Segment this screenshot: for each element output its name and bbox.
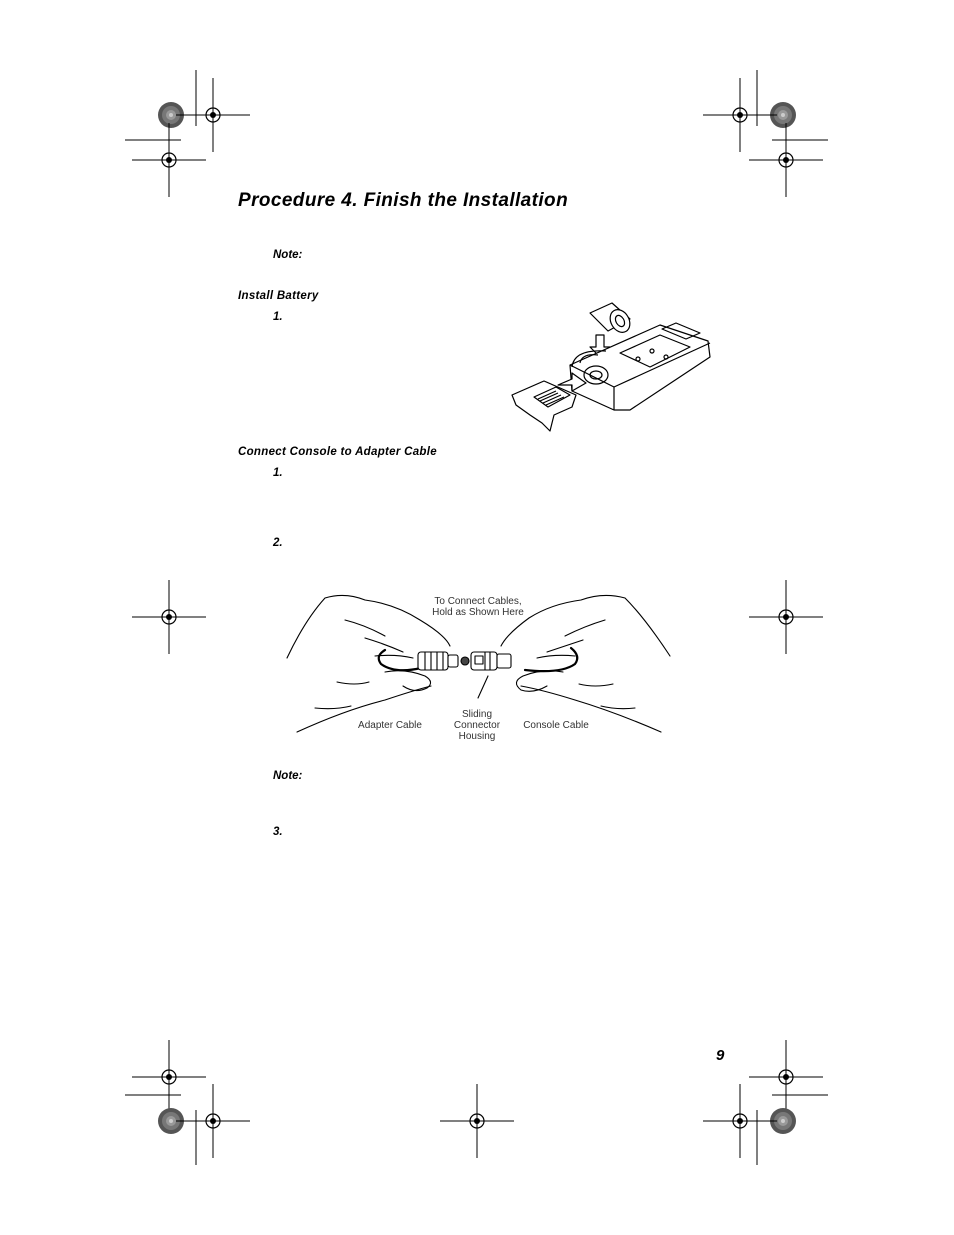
- step-number: 1.: [273, 467, 283, 479]
- registration-mark-icon: [175, 77, 251, 153]
- caption-line: To Connect Cables,: [434, 596, 522, 607]
- registration-mark-icon: [748, 1039, 824, 1115]
- section-heading-connect-console: Connect Console to Adapter Cable: [238, 446, 437, 458]
- step-number: 2.: [273, 537, 283, 549]
- page-number: 9: [716, 1047, 725, 1064]
- cable-connection-illustration: [286, 594, 671, 733]
- note-label: Note:: [273, 249, 303, 261]
- label-sliding-connector-housing: Sliding Connector Housing: [447, 709, 507, 742]
- page-title: Procedure 4. Finish the Installation: [238, 190, 569, 211]
- registration-mark-icon: [748, 122, 824, 198]
- label-line: Connector: [453, 720, 501, 731]
- label-console-cable: Console Cable: [523, 720, 589, 731]
- registration-mark-icon: [439, 1083, 515, 1159]
- registration-mark-icon: [702, 77, 778, 153]
- note-label: Note:: [273, 770, 303, 782]
- label-adapter-cable: Adapter Cable: [358, 720, 422, 731]
- registration-mark-icon: [131, 122, 207, 198]
- step-number: 1.: [273, 311, 283, 323]
- label-line: Housing: [458, 731, 496, 742]
- registration-mark-icon: [131, 1039, 207, 1115]
- step-number: 3.: [273, 826, 283, 838]
- registration-mark-icon: [748, 579, 824, 655]
- battery-install-illustration: [511, 302, 711, 432]
- registration-mark-icon: [702, 1083, 778, 1159]
- figure-caption-top: To Connect Cables, Hold as Shown Here: [400, 596, 556, 618]
- caption-line: Hold as Shown Here: [432, 607, 524, 618]
- registration-mark-icon: [175, 1083, 251, 1159]
- section-heading-install-battery: Install Battery: [238, 290, 319, 302]
- registration-mark-icon: [131, 579, 207, 655]
- label-line: Sliding: [461, 709, 493, 720]
